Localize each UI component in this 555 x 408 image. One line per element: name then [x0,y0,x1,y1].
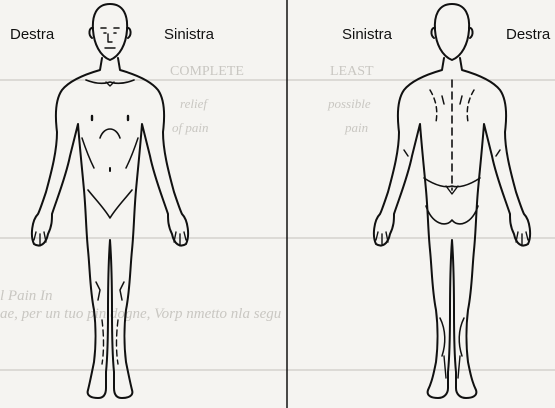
ghost-rules [0,80,555,370]
front-head [93,4,127,60]
front-figure [32,4,188,398]
front-body-outline [32,58,188,398]
back-head [435,4,469,60]
back-figure [374,4,530,398]
